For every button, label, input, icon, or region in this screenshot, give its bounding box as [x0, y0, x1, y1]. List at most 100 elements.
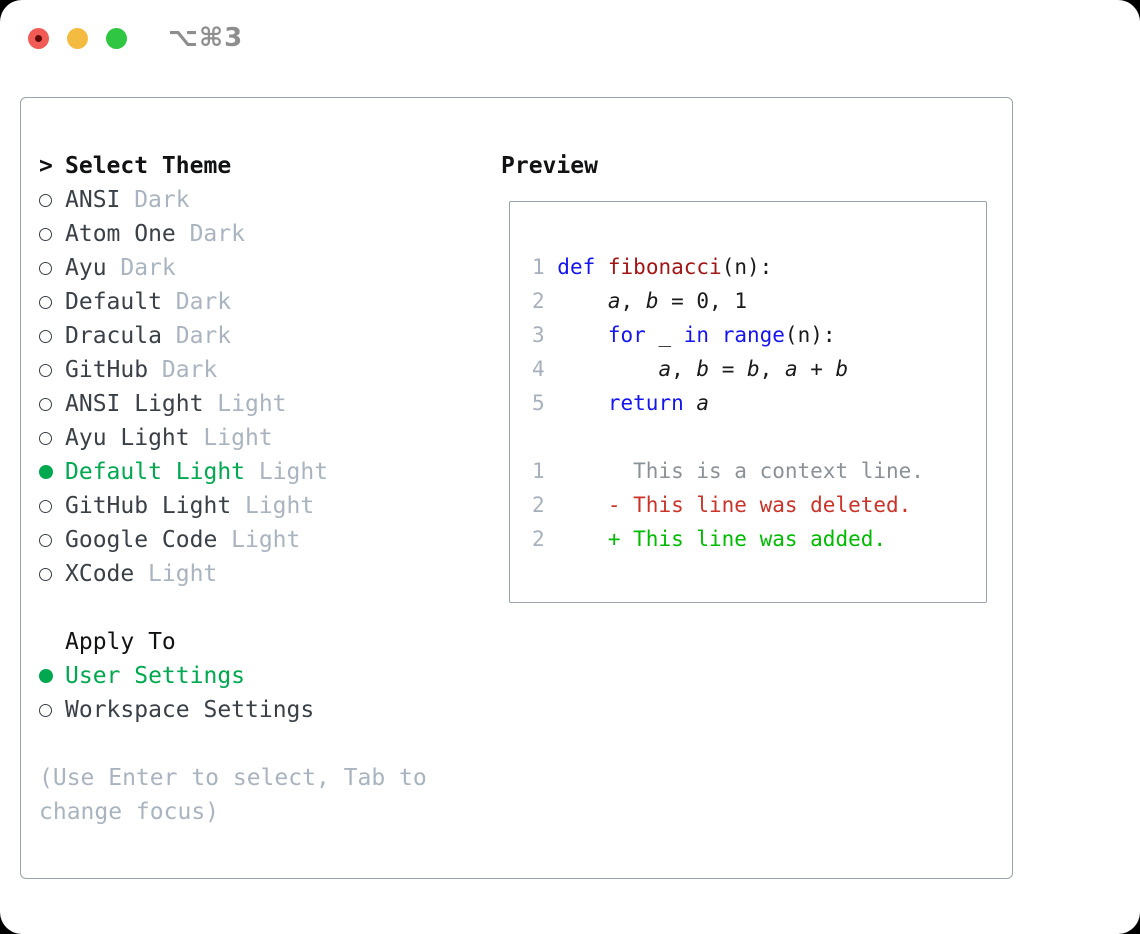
radio-marker — [39, 329, 65, 343]
theme-name: Default — [65, 289, 162, 315]
code-line: 5 return a — [532, 391, 710, 415]
theme-option-xcode[interactable]: XCode Light — [39, 557, 427, 591]
theme-option-default[interactable]: Default Dark — [39, 285, 427, 319]
radio-unselected-icon — [39, 533, 52, 547]
theme-option-ansi-light[interactable]: ANSI Light Light — [39, 387, 427, 421]
hint-line: (Use Enter to select, Tab to — [39, 765, 427, 791]
theme-option-default-light[interactable]: Default Light Light — [39, 455, 427, 489]
theme-variant: Light — [231, 527, 301, 553]
radio-marker — [39, 567, 65, 581]
cursor-marker: > — [39, 153, 65, 179]
apply-option-user-settings[interactable]: User Settings — [39, 659, 427, 693]
maximize-button[interactable] — [106, 27, 127, 49]
radio-unselected-icon — [39, 261, 52, 275]
code-line: 2 - This line was deleted. — [532, 493, 912, 517]
radio-marker — [39, 397, 65, 411]
radio-unselected-icon — [39, 703, 52, 717]
theme-option-ansi[interactable]: ANSI Dark — [39, 183, 427, 217]
radio-unselected-icon — [39, 329, 52, 343]
code-line: 2 + This line was added. — [532, 527, 887, 551]
preview-panel: 1 def fibonacci(n): 2 a, b = 0, 1 3 for _ … — [509, 201, 987, 603]
theme-variant: Light — [244, 493, 315, 519]
cursor-arrow-icon: > — [39, 153, 53, 179]
hint-text: (Use Enter to select, Tab to change focus… — [39, 761, 427, 829]
apply-option-workspace-settings[interactable]: Workspace Settings — [39, 693, 427, 727]
apply-option-label: Workspace Settings — [65, 697, 315, 723]
theme-variant: Dark — [175, 289, 232, 315]
unsaved-changes-dot-icon — [35, 34, 42, 42]
theme-option-dracula[interactable]: Dracula Dark — [39, 319, 427, 353]
title-bar: ⌥⌘3 — [0, 0, 1140, 76]
preview-title: Preview — [501, 153, 598, 179]
radio-marker — [39, 295, 65, 309]
theme-variant: Dark — [134, 187, 190, 213]
select-theme-header: > Select Theme — [39, 149, 427, 183]
radio-marker — [39, 363, 65, 377]
radio-marker — [39, 703, 65, 717]
preview-code: 1 def fibonacci(n): 2 a, b = 0, 1 3 for _ … — [532, 250, 986, 556]
theme-variant: Light — [217, 391, 287, 417]
theme-variant: Light — [258, 459, 329, 485]
theme-name: Dracula — [65, 323, 162, 349]
radio-marker — [39, 499, 65, 513]
radio-marker — [39, 261, 65, 275]
theme-option-github[interactable]: GitHub Dark — [39, 353, 427, 387]
close-button[interactable] — [28, 27, 49, 49]
code-line: 3 for _ in range(n): — [532, 323, 836, 347]
radio-unselected-icon — [39, 227, 52, 241]
window-title: ⌥⌘3 — [168, 23, 244, 53]
radio-unselected-icon — [39, 431, 52, 445]
theme-name: Ayu Light — [65, 425, 190, 451]
code-line: 1 def fibonacci(n): — [532, 255, 773, 279]
radio-unselected-icon — [39, 567, 52, 581]
radio-selected-icon — [39, 669, 53, 683]
radio-unselected-icon — [39, 363, 52, 377]
theme-option-github-light[interactable]: GitHub Light Light — [39, 489, 427, 523]
radio-marker — [39, 227, 65, 241]
code-line — [532, 420, 986, 454]
code-line: 2 a, b = 0, 1 — [532, 289, 747, 313]
theme-variant: Dark — [189, 221, 245, 247]
spacer — [39, 591, 427, 625]
theme-name: GitHub Light — [65, 493, 232, 519]
theme-name: Default Light — [65, 459, 246, 485]
radio-unselected-icon — [39, 295, 52, 309]
theme-name: XCode — [65, 561, 135, 587]
apply-to-label: Apply To — [65, 629, 176, 655]
theme-variant: Dark — [175, 323, 232, 349]
radio-marker — [39, 533, 65, 547]
radio-selected-icon — [39, 465, 53, 479]
theme-name: GitHub — [65, 357, 149, 383]
minimize-button[interactable] — [67, 27, 88, 49]
hint-line: change focus) — [39, 799, 220, 825]
theme-option-atom-one[interactable]: Atom One Dark — [39, 217, 427, 251]
theme-variant: Dark — [120, 255, 176, 281]
theme-name: Ayu — [65, 255, 107, 281]
theme-name: ANSI — [65, 187, 121, 213]
radio-unselected-icon — [39, 499, 52, 513]
theme-name: ANSI Light — [65, 391, 204, 417]
code-line: 4 a, b = b, a + b — [532, 357, 849, 381]
radio-marker — [39, 465, 65, 479]
theme-variant: Dark — [161, 357, 218, 383]
theme-option-google-code[interactable]: Google Code Light — [39, 523, 427, 557]
code-line: 1 This is a context line. — [532, 459, 924, 483]
apply-to-header: Apply To — [39, 625, 427, 659]
radio-unselected-icon — [39, 397, 52, 411]
theme-variant: Light — [148, 561, 218, 587]
radio-marker — [39, 193, 65, 207]
theme-name: Atom One — [65, 221, 176, 247]
theme-name: Google Code — [65, 527, 218, 553]
radio-marker — [39, 431, 65, 445]
select-theme-label: Select Theme — [65, 153, 232, 179]
radio-unselected-icon — [39, 193, 52, 207]
spacer — [39, 727, 427, 761]
theme-option-ayu[interactable]: Ayu Dark — [39, 251, 427, 285]
radio-marker — [39, 669, 65, 683]
